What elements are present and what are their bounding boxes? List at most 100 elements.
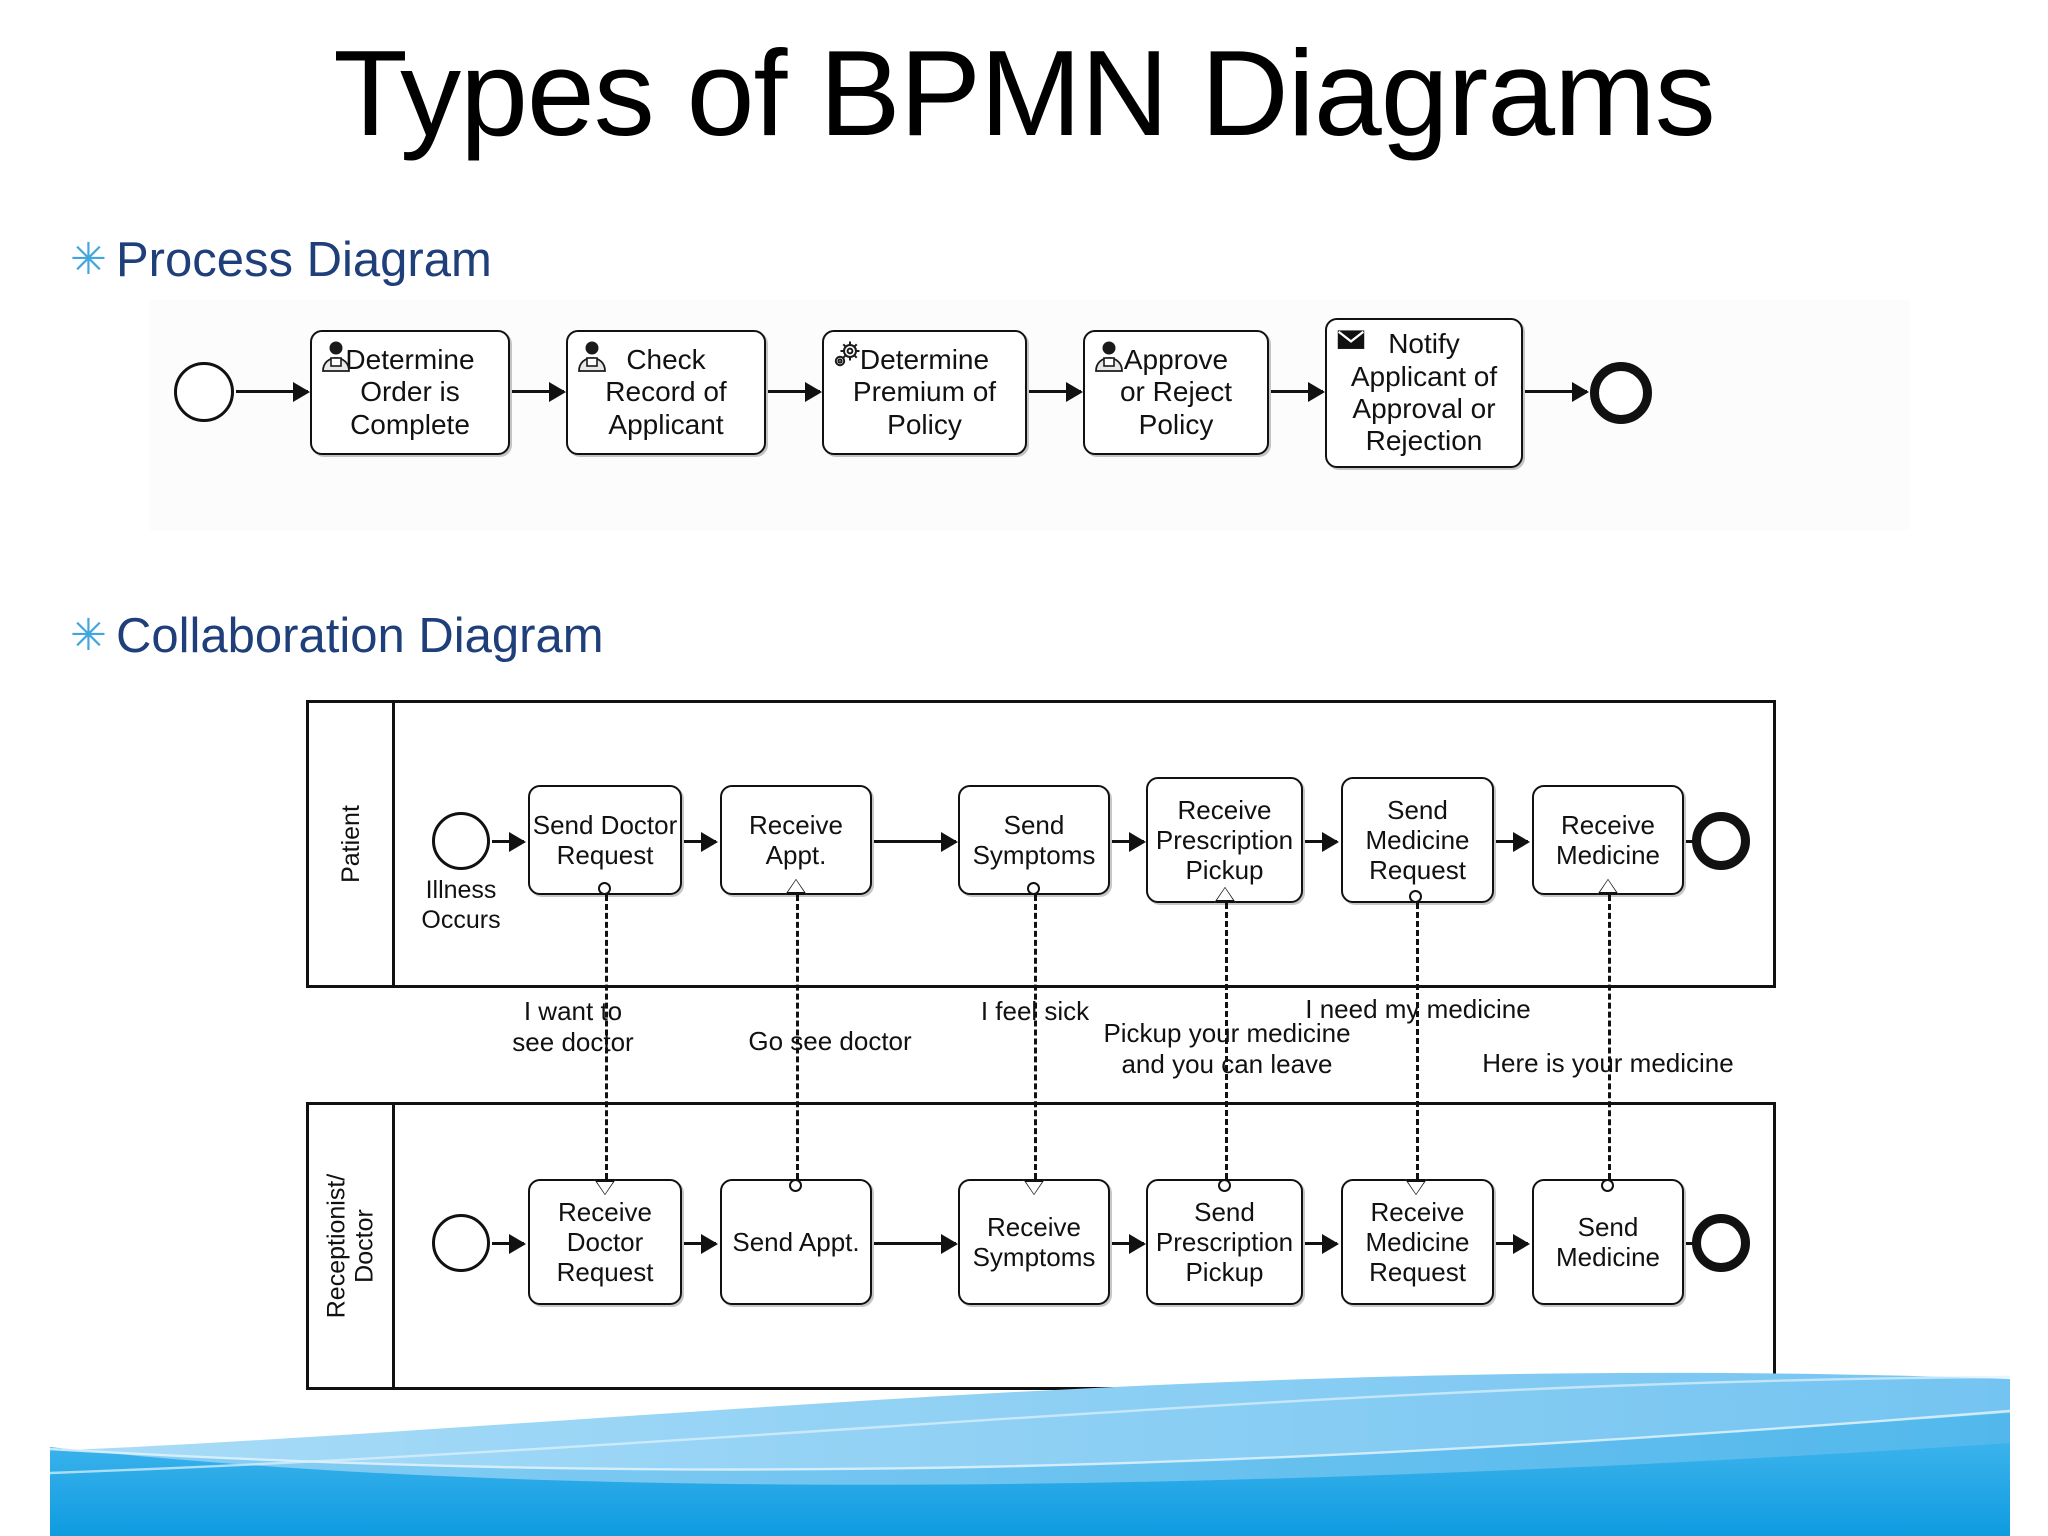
doctor-start-event <box>432 1214 490 1272</box>
user-task-icon <box>575 338 609 372</box>
patient-task-5-label: Send Medicine Request <box>1365 794 1470 886</box>
message-flow-line <box>796 895 799 1179</box>
process-task-5-label: Notify Applicant of Approval or Rejectio… <box>1350 328 1498 457</box>
message-flow-source-marker <box>1027 882 1040 895</box>
message-flow-6-label: Here is your medicine <box>1482 1048 1734 1078</box>
message-flow-arrowhead <box>1214 887 1236 903</box>
patient-task-1-label: Send Doctor Request <box>532 809 678 870</box>
message-flow-source-marker <box>1601 1179 1614 1192</box>
process-task-1-label: Determine Order is Complete <box>345 343 475 440</box>
patient-task-3[interactable]: Send Symptoms <box>958 785 1110 895</box>
process-start-event <box>174 362 234 422</box>
patient-start-event-caption: Illness Occurs <box>421 876 501 934</box>
process-task-3-label: Determine Premium of Policy <box>852 343 997 440</box>
patient-pool-header: Patient <box>309 703 395 985</box>
section-heading-process-label: Process Diagram <box>116 233 492 287</box>
patient-sequence-flow <box>1112 840 1144 843</box>
doctor-sequence-flow <box>874 1242 956 1245</box>
section-heading-collaboration: ✳ Collaboration Diagram <box>62 608 604 664</box>
message-flow-3-label: I feel sick <box>980 996 1090 1026</box>
message-flow-2-label: Go see doctor <box>748 1026 912 1056</box>
doctor-task-4[interactable]: Send Prescription Pickup <box>1146 1179 1303 1305</box>
patient-task-2-label: Receive Appt. <box>749 809 843 870</box>
doctor-task-1-label: Receive Doctor Request <box>556 1196 654 1288</box>
patient-task-4[interactable]: Receive Prescription Pickup <box>1146 777 1303 903</box>
doctor-sequence-flow <box>492 1242 524 1245</box>
patient-start-event <box>432 812 490 870</box>
message-flow-source-marker <box>1409 890 1422 903</box>
doctor-task-2-label: Send Appt. <box>732 1226 860 1257</box>
process-task-2-label: Check Record of Applicant <box>605 343 727 440</box>
service-task-icon <box>831 338 865 372</box>
doctor-sequence-flow <box>1112 1242 1144 1245</box>
message-flow-line <box>605 895 608 1179</box>
doctor-task-6[interactable]: Send Medicine <box>1532 1179 1684 1305</box>
process-sequence-flow <box>1525 390 1587 393</box>
doctor-task-4-label: Send Prescription Pickup <box>1155 1196 1294 1288</box>
message-flow-line <box>1608 895 1611 1179</box>
message-flow-arrowhead <box>1597 879 1619 895</box>
patient-task-6-label: Receive Medicine <box>1555 809 1661 870</box>
doctor-task-5-label: Receive Medicine Request <box>1365 1196 1470 1288</box>
patient-pool-label: Patient <box>336 805 365 883</box>
message-flow-arrowhead <box>594 1179 616 1195</box>
patient-end-event <box>1692 812 1750 870</box>
doctor-end-event <box>1692 1214 1750 1272</box>
message-flow-line <box>1225 903 1228 1179</box>
section-heading-process: ✳ Process Diagram <box>62 232 492 288</box>
bullet-asterisk-icon: ✳ <box>70 235 107 284</box>
process-task-3[interactable]: Determine Premium of Policy <box>822 330 1027 455</box>
process-task-5[interactable]: Notify Applicant of Approval or Rejectio… <box>1325 318 1523 468</box>
doctor-task-6-label: Send Medicine <box>1555 1211 1661 1272</box>
user-task-icon <box>1092 338 1126 372</box>
footer-wave-decoration <box>49 1372 2011 1536</box>
process-sequence-flow <box>512 390 564 393</box>
doctor-sequence-flow <box>1305 1242 1337 1245</box>
process-task-2[interactable]: Check Record of Applicant <box>566 330 766 455</box>
message-flow-5-label: I need my medicine <box>1305 994 1531 1024</box>
receptionist-doctor-pool-header: Receptionist/ Doctor <box>309 1105 395 1387</box>
message-flow-1-label: I want to see doctor <box>512 996 634 1058</box>
patient-task-6[interactable]: Receive Medicine <box>1532 785 1684 895</box>
patient-task-4-label: Receive Prescription Pickup <box>1155 794 1294 886</box>
patient-sequence-flow <box>492 840 524 843</box>
patient-sequence-flow <box>1496 840 1528 843</box>
message-flow-arrowhead <box>785 879 807 895</box>
message-flow-line <box>1416 903 1419 1179</box>
receptionist-doctor-pool-label: Receptionist/ Doctor <box>322 1173 379 1319</box>
page-title: Types of BPMN Diagrams <box>333 25 1715 161</box>
process-sequence-flow <box>1029 390 1081 393</box>
doctor-task-1[interactable]: Receive Doctor Request <box>528 1179 682 1305</box>
process-end-event <box>1590 362 1652 424</box>
message-flow-line <box>1034 895 1037 1179</box>
process-task-4-label: Approve or Reject Policy <box>1119 343 1233 440</box>
patient-task-3-label: Send Symptoms <box>972 809 1096 870</box>
message-flow-4-label: Pickup your medicine and you can leave <box>1103 1018 1351 1080</box>
doctor-task-5[interactable]: Receive Medicine Request <box>1341 1179 1494 1305</box>
patient-task-1[interactable]: Send Doctor Request <box>528 785 682 895</box>
patient-sequence-flow <box>684 840 716 843</box>
message-flow-source-marker <box>789 1179 802 1192</box>
process-sequence-flow <box>768 390 820 393</box>
message-flow-source-marker <box>598 882 611 895</box>
process-task-4[interactable]: Approve or Reject Policy <box>1083 330 1269 455</box>
doctor-task-3[interactable]: Receive Symptoms <box>958 1179 1110 1305</box>
bullet-asterisk-icon: ✳ <box>70 611 107 660</box>
doctor-sequence-flow <box>684 1242 716 1245</box>
user-task-icon <box>319 338 353 372</box>
section-heading-collaboration-label: Collaboration Diagram <box>116 609 604 663</box>
message-flow-source-marker <box>1218 1179 1231 1192</box>
process-sequence-flow <box>1271 390 1323 393</box>
doctor-sequence-flow <box>1496 1242 1528 1245</box>
doctor-task-3-label: Receive Symptoms <box>972 1211 1096 1272</box>
process-sequence-flow <box>236 390 308 393</box>
collaboration-diagram: Patient Illness Occurs Send Doctor Reque… <box>306 700 1776 1390</box>
patient-task-5[interactable]: Send Medicine Request <box>1341 777 1494 903</box>
message-flow-arrowhead <box>1023 1179 1045 1195</box>
patient-sequence-flow <box>1305 840 1337 843</box>
process-task-1[interactable]: Determine Order is Complete <box>310 330 510 455</box>
send-task-icon <box>1334 326 1368 360</box>
doctor-task-2[interactable]: Send Appt. <box>720 1179 872 1305</box>
process-diagram: Determine Order is Complete Check Record… <box>150 300 1910 530</box>
